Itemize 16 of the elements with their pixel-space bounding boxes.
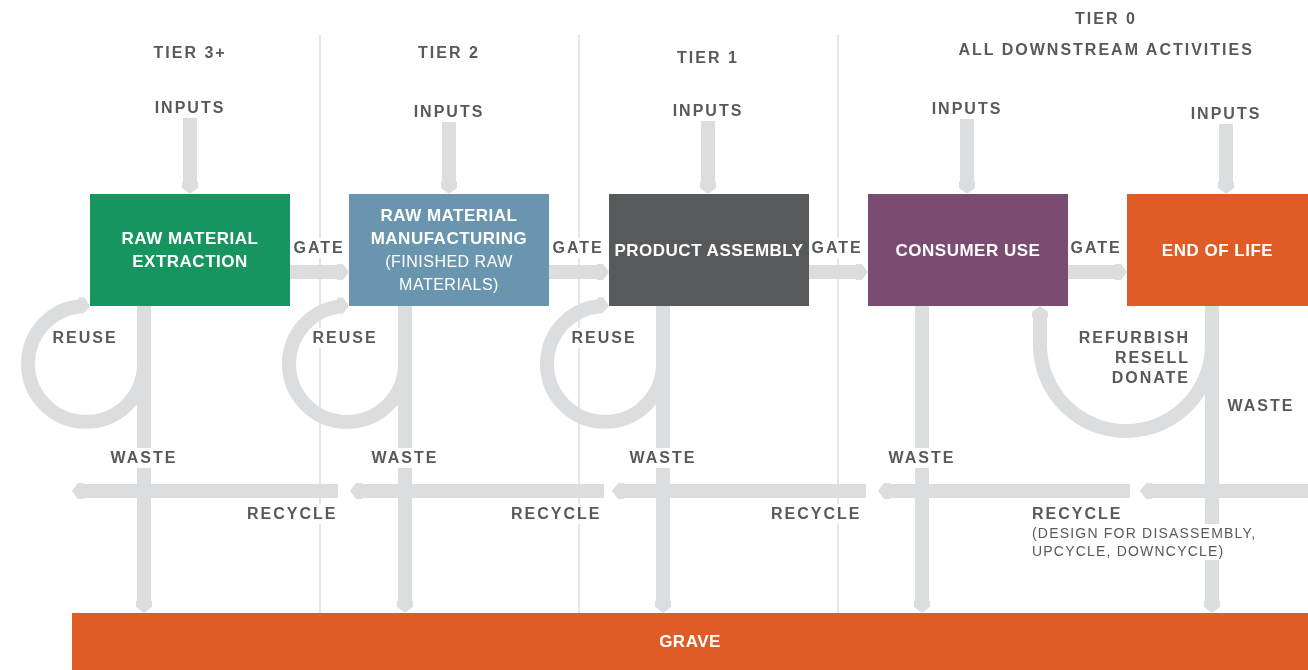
label-text: RECYCLE xyxy=(247,504,338,524)
label-text: RECYCLE xyxy=(771,504,862,524)
process-box xyxy=(349,194,549,306)
process-box: PRODUCT ASSEMBLY xyxy=(609,194,809,306)
stage-bar: GRAVE xyxy=(72,613,1308,670)
input-label: INPUTS xyxy=(399,100,499,122)
process-box: CONSUMER USE xyxy=(868,194,1068,306)
input-label: INPUTS xyxy=(140,96,240,118)
input-label: INPUTS xyxy=(658,99,758,121)
process-box: END OF LIFE xyxy=(1127,194,1308,306)
box-title: RAW MATERIAL MANUFACTURING xyxy=(369,205,529,250)
input-label: INPUTS xyxy=(1176,102,1276,124)
input-label: INPUTS xyxy=(917,97,1017,119)
process-box: RAW MATERIAL EXTRACTION xyxy=(90,194,290,306)
box-subtitle: (FINISHED RAW MATERIALS) xyxy=(384,252,514,295)
label-text: RECYCLE xyxy=(511,504,602,524)
